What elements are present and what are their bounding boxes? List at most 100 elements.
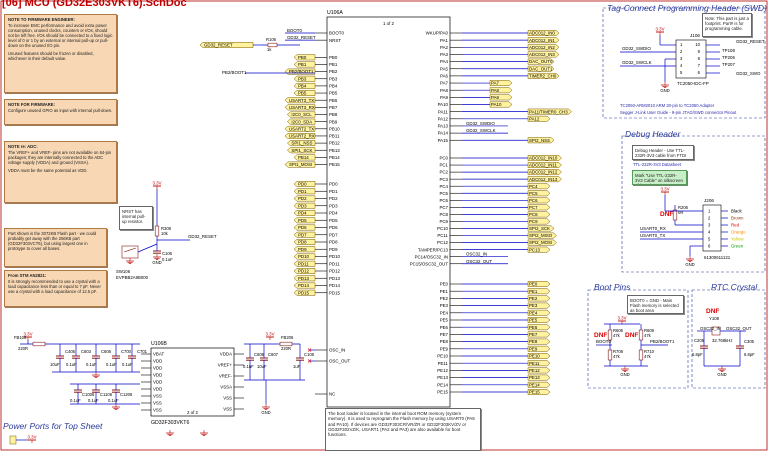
u106b-pin-name: VSS: [153, 408, 162, 413]
u106a-pin-name: PC1: [439, 163, 448, 168]
filter-cap-ref: C405: [65, 349, 76, 354]
u106a-net-flag-label: PE12: [529, 368, 540, 373]
power-port-symbol: [9, 435, 17, 445]
u106a-net-flag: [527, 44, 560, 51]
u106b-part: GD32F303VKT6: [151, 420, 189, 426]
filter-cap-value: 1uF: [293, 364, 301, 369]
u106a-net-flag-label: PD14: [298, 283, 310, 288]
u106a-net-flag-label: SPI2_MOSI: [529, 240, 552, 245]
u106a-pin-name: BOOT0: [329, 31, 344, 36]
debug-wire-color-yellow: Yellow: [731, 237, 744, 242]
j106-pin: 3: [680, 56, 683, 61]
u106a-net-flag: [527, 331, 551, 338]
u106a-net-flag: [293, 268, 316, 274]
u106a-net-flag-label: USART2_TX: [289, 126, 314, 131]
u106a-pin-name: PC0: [439, 156, 448, 161]
u106a-net-flag: [527, 30, 560, 36]
u106a-pin-name: PD4: [329, 211, 338, 216]
u106a-net-flag-label: PB4: [298, 84, 307, 89]
u106a-net-flag: [527, 353, 551, 359]
filter-cap-ref: C1006: [82, 392, 95, 397]
u106a-unit: 1 of 2: [383, 21, 395, 26]
u106b-body: [150, 347, 235, 417]
u106a-pin-name: PD13: [329, 276, 341, 281]
boot-section-frame: [587, 289, 689, 389]
u106a-net-flag-label: PE14: [529, 382, 540, 387]
swd-footnote-2[interactable]: Segger J-Link User Guide - 9-pin JTAG/SW…: [620, 110, 737, 115]
u106a-net-flag-label: USART2_RX: [289, 134, 315, 139]
u106a-pin-name: PD15: [329, 290, 341, 295]
u106b-pin-name: VREF+: [218, 363, 233, 368]
j106-pin: 7: [698, 63, 701, 68]
u106a-net-flag: [527, 169, 562, 176]
j106-pin: 1: [680, 42, 683, 47]
u106a-net-flag: [527, 232, 557, 239]
power-rail-right: 3.3V: [265, 332, 274, 337]
reset-net-flag: [199, 42, 254, 48]
u106a-pin-name: PB5: [329, 91, 338, 96]
filter-cap-value: 10uF: [257, 364, 267, 369]
u106a-net-flag: [527, 246, 551, 253]
u106a-pin-name: PD9: [329, 247, 338, 252]
u106a-net-flag-label: PE4: [529, 310, 538, 315]
u106a-net-flag: [527, 183, 551, 190]
u106a-net-flag: [293, 217, 316, 224]
u106a-net-flag-label: ADC012_IN11: [529, 163, 558, 168]
j106-pin: 5: [680, 70, 683, 75]
u106a-pin-name: PB3: [329, 76, 338, 81]
u106a-net-flag: [527, 108, 572, 115]
boot0-label: BOOT0: [596, 339, 611, 344]
u106a-net-flag-label: ADC012_IN13: [529, 177, 558, 182]
u106a-pin-name: PC6: [439, 198, 448, 203]
u106a-pin-name: PB7: [329, 105, 338, 110]
rtc-dnf: DNF: [706, 308, 719, 315]
u106a-net-flag: [527, 295, 551, 302]
u106a-pin-name: PE7: [440, 332, 449, 337]
u106b-pin-name: VDD: [153, 387, 162, 392]
reset-gnd: GND: [152, 260, 161, 265]
fb105-body: [32, 341, 46, 347]
u106a-net-flag: [527, 137, 555, 144]
j206-body: [702, 204, 722, 252]
debug-wire-color-green: Green: [731, 244, 744, 249]
u106b-pin-name: VREF-: [219, 374, 233, 379]
filter-cap-value: 0.1uF: [66, 362, 77, 367]
c106-value: 0.1uF: [162, 257, 173, 262]
u106a-net-flag: [527, 204, 551, 211]
note-flash-para: Part shown is the 3072KB Flash part - we…: [8, 231, 97, 251]
swd-rail: 3.3V: [655, 27, 664, 32]
u106a-net-flag-label: PD11: [298, 261, 309, 266]
u106a-net-flag: [293, 210, 316, 216]
no-connect: [307, 359, 312, 363]
u106a-pin-name: PE15: [437, 390, 448, 395]
debug-datasheet-link[interactable]: TTL-232R-3V3 Datasheet: [633, 162, 681, 167]
u106a-pin-name: PD3: [329, 203, 338, 208]
u106a-net-flag: [527, 302, 551, 309]
u106a-net-flag: [527, 367, 551, 374]
debug-section-frame: [621, 135, 766, 273]
boot-dnf-2: DNF: [625, 332, 638, 339]
u106a-net-flag-label: PD4: [298, 211, 307, 216]
u106a-net-flag: [293, 90, 316, 96]
u106a-pin-name: PB11: [329, 134, 340, 139]
u106a-net-flag: [527, 317, 551, 323]
u106a-net-flag: [284, 161, 316, 168]
osc32-in-label: OSC32_IN: [700, 326, 721, 331]
fb206-value: 220R: [281, 346, 291, 351]
swd-footnote-1[interactable]: TC2050-ARM2010 ARM 20-pin to TC2050 Adap…: [620, 103, 715, 108]
u106a-pin-name: PC7: [439, 205, 448, 210]
u106a-net-flag: [293, 275, 316, 282]
boot-resistor-bottom: [638, 349, 644, 361]
j106-pin: 2: [680, 49, 683, 54]
u106a-net-flag-label: PD3: [298, 203, 307, 208]
u106a-pin-name: WKUP/PA0: [426, 31, 449, 36]
note-boot0: BOOT0 = GND - Main Flash memory is selec…: [627, 295, 684, 314]
u106a-net-flag: [287, 140, 316, 147]
u106b-pin-name: VBAT: [153, 352, 164, 357]
u106a-net-flag-label: PD1: [298, 189, 307, 194]
sw106-designator: SW106: [116, 269, 131, 274]
u106a-pin-name: PE4: [440, 310, 449, 315]
u106a-net-flag: [284, 104, 316, 111]
